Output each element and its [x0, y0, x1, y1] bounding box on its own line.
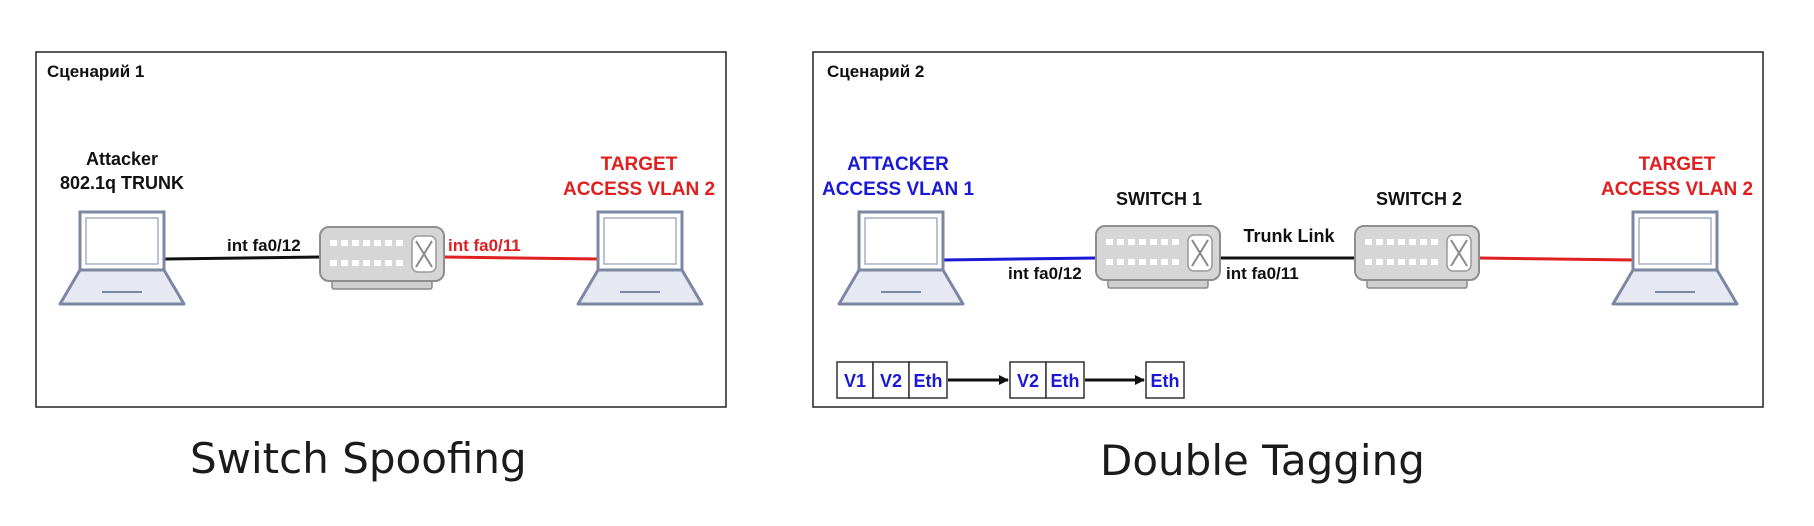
frame-cell-text: Eth [1151, 371, 1180, 391]
switch2-icon [1354, 225, 1480, 289]
switch2-label: SWITCH 2 [1376, 189, 1462, 209]
port-fa0-11-label: int fa0/11 [448, 236, 521, 255]
scenario2-frame [812, 51, 1764, 408]
attacker-switch1-link [942, 256, 1097, 262]
switch1-label: SWITCH 1 [1116, 189, 1202, 209]
target-laptop-icon [1611, 210, 1739, 306]
attacker-label-line1: ATTACKER [847, 154, 949, 175]
frame-cell [836, 361, 874, 399]
switch1-icon [1095, 225, 1221, 289]
frame-sequence: V1 V2 Eth V2 Eth Eth [836, 361, 1185, 399]
attacker-switch-link [164, 255, 321, 261]
port-fa0-11-label: int fa0/11 [1226, 264, 1299, 283]
target-label-line1: TARGET [1639, 154, 1716, 175]
target-label-line2: ACCESS VLAN 2 [1601, 179, 1753, 200]
double-tagging-caption: Double Tagging [1100, 436, 1425, 485]
scenario1-panel: Сценарий 1 Attacker 802.1q TRUNK TARGET … [35, 51, 727, 408]
port-fa0-12-label: int fa0/12 [1008, 264, 1082, 283]
target-label-line1: TARGET [601, 154, 678, 175]
frame-cell [872, 361, 910, 399]
target-label-line2: ACCESS VLAN 2 [563, 179, 715, 200]
frame-cell-text: V2 [1017, 371, 1039, 391]
scenario2-title: Сценарий 2 [827, 62, 924, 81]
frame-cell [908, 361, 948, 399]
scenario2-panel: Сценарий 2 ATTACKER ACCESS VLAN 1 SWITCH… [812, 51, 1764, 408]
frame-single-tagged: V2 Eth [1009, 361, 1085, 399]
switch-spoofing-caption: Switch Spoofing [190, 434, 527, 483]
frame-cell-text: Eth [1051, 371, 1080, 391]
attacker-label-line2: ACCESS VLAN 1 [822, 179, 974, 200]
attacker-label-line1: Attacker [86, 149, 158, 169]
scenario1-title: Сценарий 1 [47, 62, 144, 81]
frame-cell-text: V1 [844, 371, 866, 391]
attacker-label-line2: 802.1q TRUNK [60, 173, 184, 193]
switch-icon [319, 226, 445, 290]
attacker-laptop-icon [837, 210, 965, 306]
frame-untagged: Eth [1145, 361, 1185, 399]
attacker-laptop-icon [58, 210, 186, 306]
frame-double-tagged: V1 V2 Eth [836, 361, 948, 399]
switch2-target-link [1478, 256, 1634, 262]
port-fa0-12-label: int fa0/12 [227, 236, 301, 255]
frame-cell-text: V2 [880, 371, 902, 391]
frame-cell [1145, 361, 1185, 399]
switch-target-link [443, 255, 599, 261]
frame-cell-text: Eth [914, 371, 943, 391]
target-laptop-icon [576, 210, 704, 306]
trunk-link-label: Trunk Link [1243, 226, 1335, 246]
frame-cell [1009, 361, 1047, 399]
frame-cell [1045, 361, 1085, 399]
